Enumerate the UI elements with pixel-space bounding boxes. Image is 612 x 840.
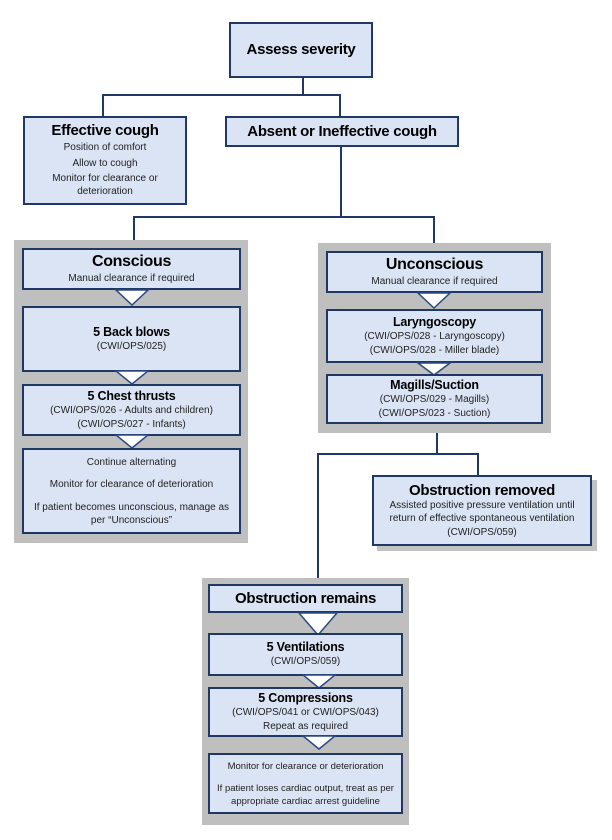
node-text: (CWI/OPS/029 - Magills): [379, 394, 490, 406]
down-arrow-icon: [300, 674, 338, 689]
connector-line: [436, 433, 438, 455]
node-text: (CWI/OPS/028 - Laryngoscopy): [364, 331, 505, 343]
node-title: Obstruction remains: [235, 589, 376, 607]
node-text: Assisted positive pressure ventilation u…: [389, 500, 575, 525]
magills-suction-node: Magills/Suction (CWI/OPS/029 - Magills) …: [326, 374, 543, 424]
ventilations-node: 5 Ventilations (CWI/OPS/059): [208, 633, 403, 676]
node-title: Unconscious: [385, 256, 484, 274]
connector-line: [317, 453, 479, 455]
chest-thrusts-node: 5 Chest thrusts (CWI/OPS/026 - Adults an…: [22, 384, 241, 436]
node-text: Monitor for clearance of deterioration: [49, 479, 214, 491]
node-title: 5 Chest thrusts: [87, 389, 176, 404]
node-text: If patient loses cardiac output, treat a…: [217, 782, 394, 807]
connector-line: [477, 453, 479, 475]
node-text: Allow to cough: [72, 157, 138, 169]
down-arrow-icon: [114, 289, 150, 307]
unconscious-node: Unconscious Manual clearance if required: [326, 251, 543, 293]
node-title: 5 Back blows: [93, 324, 170, 339]
laryngoscopy-node: Laryngoscopy (CWI/OPS/028 - Laryngoscopy…: [326, 309, 543, 363]
down-arrow-icon: [113, 370, 151, 385]
node-text: Repeat as required: [262, 720, 349, 732]
connector-line: [102, 94, 104, 116]
node-title: Absent or Ineffective cough: [247, 122, 437, 140]
node-text: (CWI/OPS/026 - Adults and children): [50, 405, 213, 417]
node-text: (CWI/OPS/023 - Suction): [378, 407, 491, 419]
node-text: Continue alternating: [86, 457, 177, 468]
node-text: (CWI/OPS/025): [96, 340, 167, 352]
connector-line: [102, 94, 341, 96]
connector-line: [302, 78, 304, 96]
node-text: Monitor for clearance or deterioration: [227, 761, 384, 772]
node-title: Laryngoscopy: [392, 315, 477, 330]
node-text: (CWI/OPS/041 or CWI/OPS/043): [232, 707, 379, 719]
conscious-outcome-node: Continue alternating Monitor for clearan…: [22, 448, 241, 534]
down-arrow-icon: [415, 362, 453, 376]
connector-line: [339, 94, 341, 116]
node-text: (CWI/OPS/059): [447, 526, 517, 538]
obstruction-removed-node: Obstruction removed Assisted positive pr…: [372, 475, 592, 546]
back-blows-node: 5 Back blows (CWI/OPS/025): [22, 306, 241, 372]
node-title: Obstruction removed: [409, 481, 555, 499]
node-text: Manual clearance if required: [68, 272, 195, 284]
remains-outcome-node: Monitor for clearance or deterioration I…: [208, 753, 403, 814]
node-text: Manual clearance if required: [371, 275, 498, 287]
down-arrow-icon: [113, 434, 151, 449]
node-title: Conscious: [91, 253, 172, 271]
node-title: 5 Compressions: [258, 691, 353, 706]
connector-line: [133, 216, 435, 218]
effective-cough-node: Effective cough Position of comfort Allo…: [23, 116, 187, 205]
down-arrow-icon: [297, 612, 339, 637]
assess-severity-node: Assess severity: [229, 22, 373, 78]
down-arrow-icon: [300, 735, 338, 750]
node-title: Effective cough: [51, 122, 159, 139]
node-title: 5 Ventilations: [266, 640, 345, 655]
node-text: Position of comfort: [63, 142, 147, 154]
connector-line: [317, 453, 319, 578]
connector-line: [433, 216, 435, 243]
node-text: If patient becomes unconscious, manage a…: [33, 501, 230, 526]
obstruction-remains-node: Obstruction remains: [208, 584, 403, 613]
node-title: Magills/Suction: [390, 378, 479, 393]
conscious-node: Conscious Manual clearance if required: [22, 248, 241, 290]
node-text: Monitor for clearance or deterioration: [52, 172, 158, 198]
node-title: Assess severity: [246, 41, 356, 59]
node-text: (CWI/OPS/028 - Miller blade): [369, 344, 500, 356]
connector-line: [340, 147, 342, 218]
down-arrow-icon: [416, 292, 452, 310]
absent-ineffective-cough-node: Absent or Ineffective cough: [225, 116, 459, 147]
connector-line: [133, 216, 135, 240]
node-text: (CWI/OPS/059): [270, 656, 341, 668]
node-text: (CWI/OPS/027 - Infants): [77, 418, 186, 430]
compressions-node: 5 Compressions (CWI/OPS/041 or CWI/OPS/0…: [208, 687, 403, 737]
